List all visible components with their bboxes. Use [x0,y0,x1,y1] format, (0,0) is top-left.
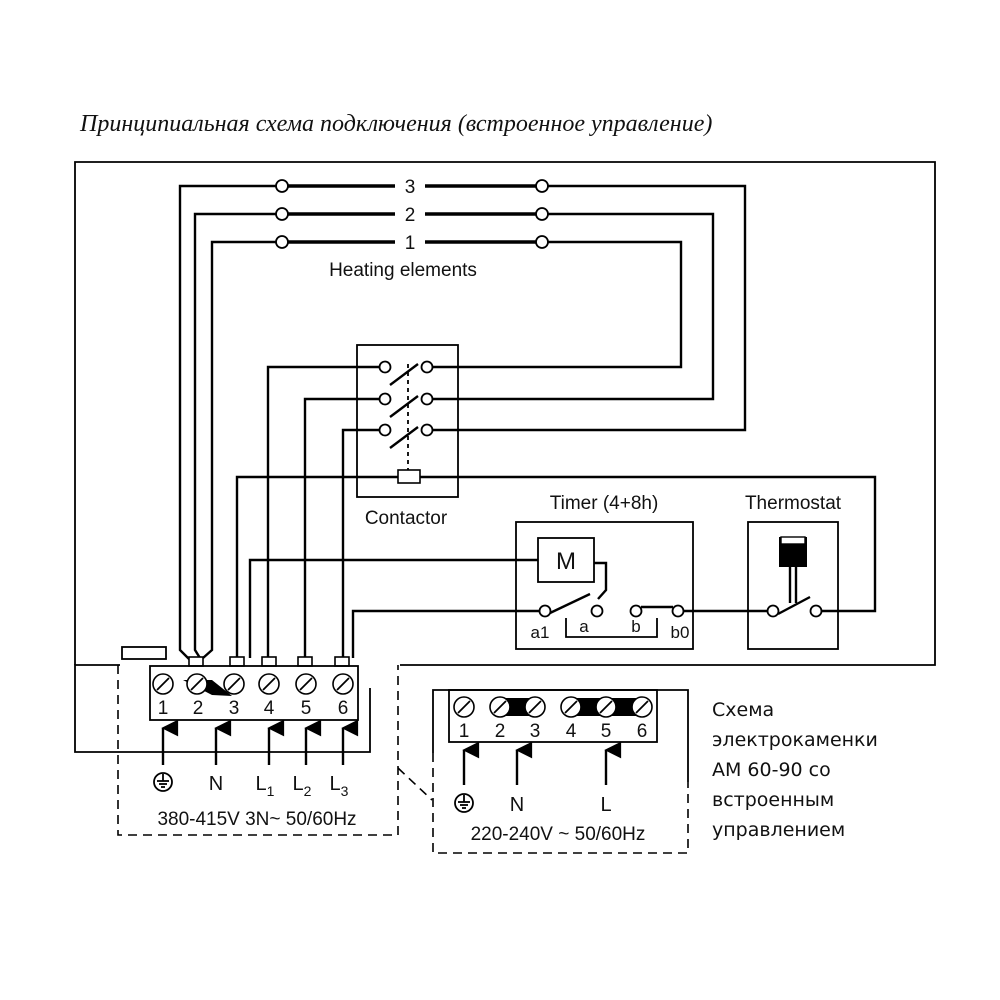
heating-element-2 [275,207,549,221]
thermostat: Thermostat [745,493,842,650]
alternate-connection-line [397,767,433,801]
coil-thermostat-wire [420,475,877,613]
ground-symbol-1ph-icon [454,793,474,813]
enclosure-outline [74,161,936,666]
terminal-block-3phase: 1 2 3 4 5 6 N L1 L2 L3 380-415V 3N~ 50/6… [117,646,399,836]
terminal-3ph-number-5: 5 [301,698,312,719]
terminal-strip-1phase [448,689,658,743]
terminal-1ph-number-4: 4 [566,721,577,742]
diagram-title: Принципиальная схема подключения (встрое… [79,111,712,137]
terminal-3ph-number-2: 2 [193,698,204,719]
contactor-left-wires [266,365,380,658]
contactor-box [356,344,459,498]
terminal-3ph-number-4: 4 [264,698,275,719]
terminal-3ph-number-1: 1 [158,698,169,719]
contactor: Contactor [356,344,459,529]
coil-neutral-wire [235,475,398,658]
caption-line-1: Схема [712,699,774,721]
caption-line-4: встроенным [712,789,834,811]
thermostat-box [747,521,839,650]
terminal-block-1phase: 1 2 3 4 5 6 N L 220-240V ~ 50/60Hz [432,689,689,854]
heating-element-left-wires [178,184,276,663]
caption-line-5: управлением [712,819,845,841]
supply-voltage-1phase: 220-240V ~ 50/60Hz [471,824,646,845]
terminal-1ph-number-5: 5 [601,721,612,742]
terminal-1ph-number-6: 6 [637,721,648,742]
ground-bracket [121,646,167,660]
caption-line-2: электрокаменки [712,729,878,751]
terminal-1phase-dashed-frame [432,753,689,854]
timer-box [515,521,694,650]
contactor-coil [397,469,421,484]
supply-label-l2: L2 [293,773,312,799]
heating-element-3 [275,179,549,193]
terminal-1ph-number-2: 2 [495,721,506,742]
timer-contact-a1: a1 [531,623,550,642]
timer-label: Timer (4+8h) [550,493,659,514]
heating-element-right-wires [432,184,747,432]
timer-contact-b: b [631,617,640,636]
heating-element-number-2: 2 [405,205,416,226]
timer-contact-a: a [579,617,589,636]
heating-element-number-1: 1 [405,233,416,254]
model-caption: Схема электрокаменки АМ 60-90 со встроен… [712,699,878,841]
caption-line-3: АМ 60-90 со [712,759,831,781]
supply-label-n: N [209,773,223,795]
timer-bridge [565,618,658,638]
supply-voltage-3phase: 380-415V 3N~ 50/60Hz [157,809,356,830]
contactor-label: Contactor [365,508,448,529]
supply-1ph-label-n: N [510,794,524,816]
supply-1ph-label-l: L [600,794,611,816]
terminal-3ph-number-6: 6 [338,698,349,719]
heating-elements-label: Heating elements [329,260,477,281]
supply-label-l3: L3 [330,773,349,799]
timer: Timer (4+8h) M a1 a b b0 [515,493,694,650]
heating-elements: 3 2 1 Heating elements [275,177,549,281]
supply-label-l1: L1 [256,773,275,799]
timer-contact-b0: b0 [671,623,690,642]
terminal-strip-3phase [149,665,359,721]
enclosure-bottom [74,664,371,753]
terminal-3ph-number-3: 3 [229,698,240,719]
ground-symbol-icon [153,772,173,792]
terminal-1ph-number-1: 1 [459,721,470,742]
timer-motor-wire [594,561,608,600]
heating-element-number-3: 3 [405,177,416,198]
timer-a1-wire [351,609,540,658]
timer-motor-label: M [556,548,576,575]
thermostat-label: Thermostat [745,493,842,514]
terminal-1ph-number-3: 3 [530,721,541,742]
timer-motor-supply-wire [248,558,538,658]
heating-element-1 [275,235,549,249]
